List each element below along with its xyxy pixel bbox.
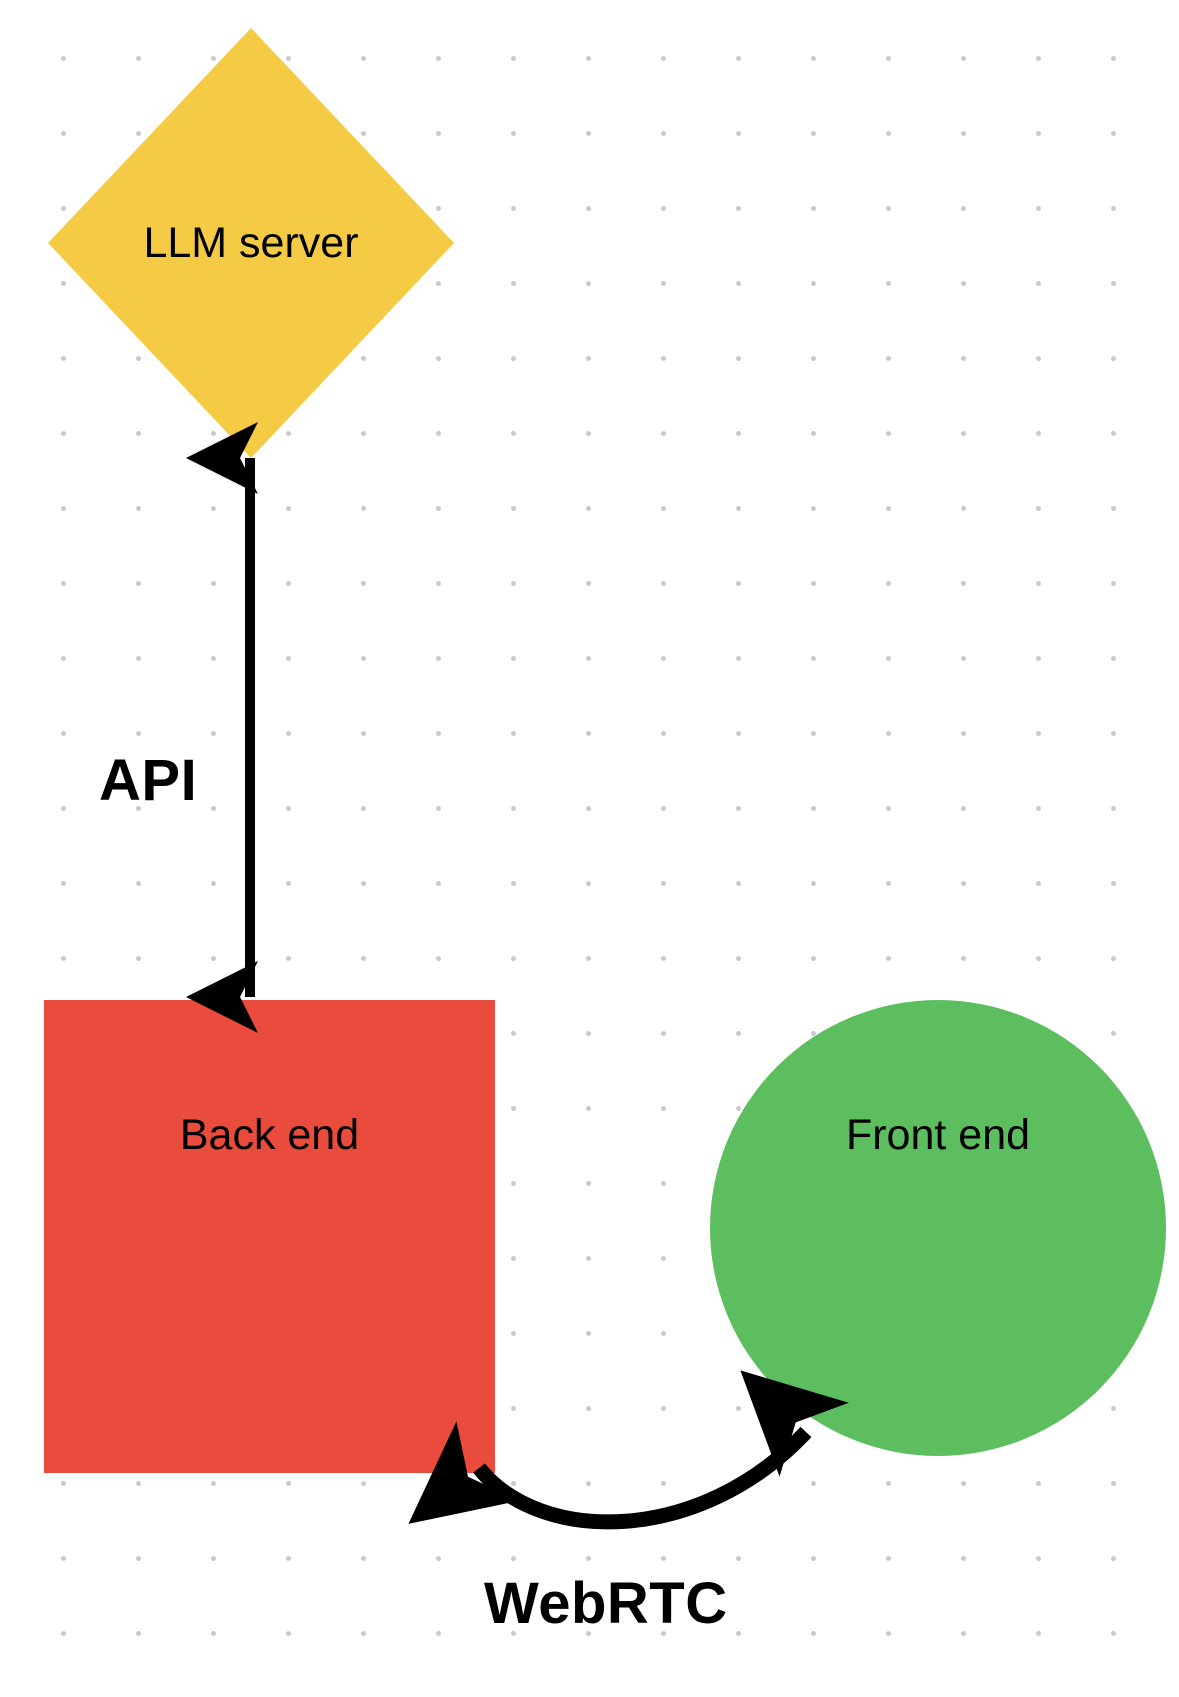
connector-webrtc[interactable] (408, 1370, 849, 1530)
diamond-shape (48, 28, 454, 458)
edge-label-webrtc: WebRTC (484, 1571, 728, 1636)
node-back-end[interactable] (44, 1000, 495, 1473)
node-llm-server[interactable] (48, 28, 454, 458)
edge-label-api: API (99, 748, 198, 813)
node-front-end[interactable] (710, 1000, 1166, 1456)
